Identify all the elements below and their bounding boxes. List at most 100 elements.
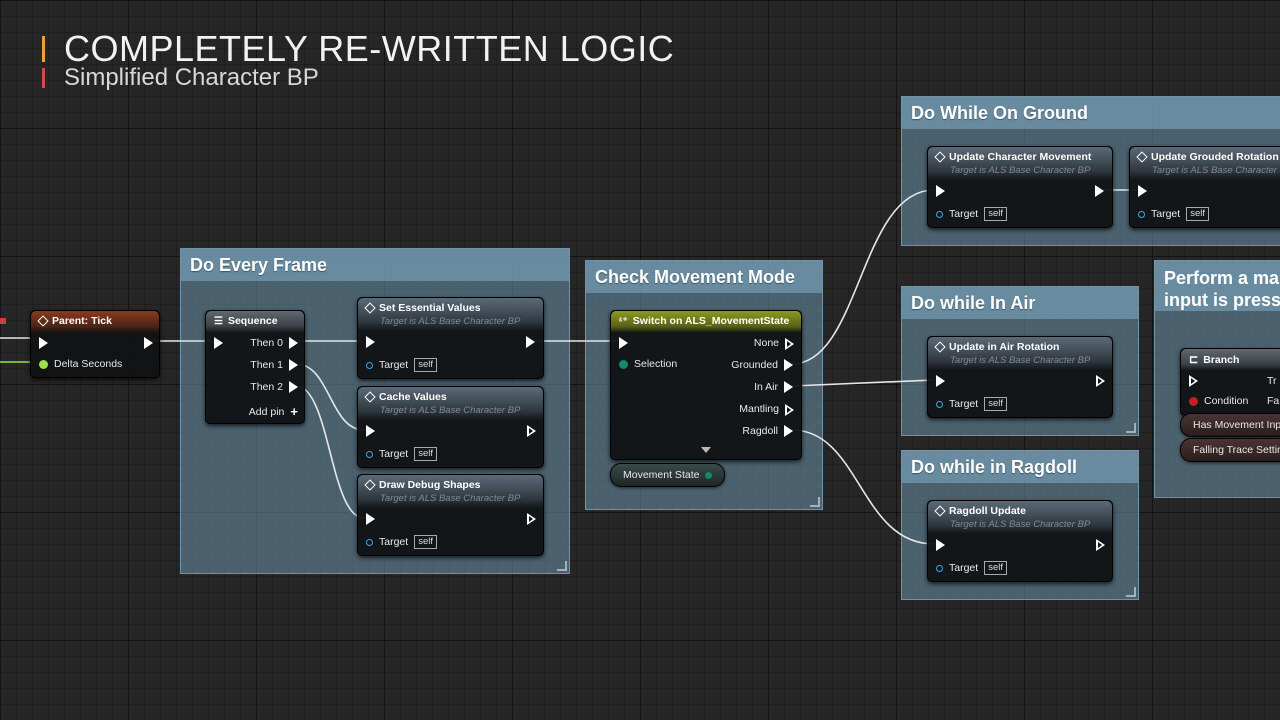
float-pin-icon[interactable] xyxy=(39,359,48,369)
exec-out-pin[interactable] xyxy=(144,337,153,349)
exec-out-pin-none[interactable] xyxy=(785,338,794,350)
exec-in-pin[interactable] xyxy=(1189,375,1198,387)
node-parent-tick[interactable]: Parent: Tick Delta Seconds xyxy=(30,310,160,378)
pin-label: Mantling xyxy=(739,403,779,415)
object-pin-icon[interactable] xyxy=(936,400,943,408)
function-icon xyxy=(364,479,376,491)
exec-out-pin[interactable] xyxy=(526,336,535,348)
exec-in-pin[interactable] xyxy=(366,336,375,348)
function-icon xyxy=(934,151,946,163)
exec-in-pin[interactable] xyxy=(936,185,945,197)
exec-in-pin[interactable] xyxy=(366,513,375,525)
node-title: Branch xyxy=(1203,353,1240,366)
node-switch-movement-state[interactable]: ᵋ⁺Switch on ALS_MovementState Selection … xyxy=(610,310,802,460)
var-has-movement-input[interactable]: Has Movement Input xyxy=(1180,413,1280,437)
comment-title: Do while In Air xyxy=(902,287,1138,319)
exec-out-pin-mantling[interactable] xyxy=(785,404,794,416)
exec-out-pin-then1[interactable] xyxy=(289,359,298,371)
pin-label: Delta Seconds xyxy=(54,358,123,370)
bool-pin-icon[interactable] xyxy=(1189,396,1198,406)
self-value[interactable]: self xyxy=(984,207,1007,221)
self-value[interactable]: self xyxy=(984,561,1007,575)
pin-label: None xyxy=(753,337,779,349)
pin-label: Target xyxy=(1151,208,1181,220)
exec-in-pin[interactable] xyxy=(936,539,945,551)
function-icon xyxy=(934,505,946,517)
self-value[interactable]: self xyxy=(1186,207,1209,221)
resize-handle[interactable] xyxy=(1126,423,1136,433)
exec-out-pin-grounded[interactable] xyxy=(784,359,793,371)
exec-out-pin-ragdoll[interactable] xyxy=(784,425,793,437)
node-title: Sequence xyxy=(227,315,278,327)
exec-out-pin-unconnected[interactable] xyxy=(527,425,536,437)
object-pin-icon[interactable] xyxy=(1138,210,1145,218)
var-falling-trace-settings[interactable]: Falling Trace Setting xyxy=(1180,438,1280,462)
comment-title: Check Movement Mode xyxy=(586,261,822,293)
node-branch[interactable]: ⊏Branch Tr Condition Fa xyxy=(1180,348,1280,416)
exec-out-pin-in-air[interactable] xyxy=(784,381,793,393)
exec-out-pin-unconnected[interactable] xyxy=(1096,539,1105,551)
self-value[interactable]: self xyxy=(414,447,437,461)
node-subtitle: Target is ALS Base Character BP xyxy=(950,165,1091,176)
enum-pin-icon[interactable] xyxy=(619,359,628,369)
exec-in-pin[interactable] xyxy=(936,375,945,387)
branch-icon: ⊏ xyxy=(1189,354,1199,366)
node-title: Ragdoll Update xyxy=(949,505,1027,517)
self-value[interactable]: self xyxy=(984,397,1007,411)
exec-out-pin[interactable] xyxy=(1095,185,1104,197)
function-icon xyxy=(364,391,376,403)
pin-label: Grounded xyxy=(731,359,778,371)
main-title: COMPLETELY RE-WRITTEN LOGIC xyxy=(64,28,675,69)
resize-handle[interactable] xyxy=(557,561,567,571)
function-icon xyxy=(1136,151,1148,163)
object-pin-icon[interactable] xyxy=(936,210,943,218)
exec-in-pin[interactable] xyxy=(214,337,223,349)
plus-icon: + xyxy=(290,404,298,419)
exec-in-pin[interactable] xyxy=(1138,185,1147,197)
pin-label: Target xyxy=(949,562,979,574)
node-subtitle: Target is ALS Base Character BP xyxy=(950,355,1091,366)
exec-in-pin[interactable] xyxy=(366,425,375,437)
comment-title-line-2: input is presse xyxy=(1164,290,1280,310)
exec-out-pin-unconnected[interactable] xyxy=(1096,375,1105,387)
title-accent-bar-yellow xyxy=(42,36,45,62)
pin-label: Target xyxy=(379,536,409,548)
var-label: Movement State xyxy=(623,469,700,481)
var-label: Has Movement Input xyxy=(1193,419,1280,431)
exec-in-pin[interactable] xyxy=(619,337,628,349)
node-subtitle: Target is ALS Base Character BP xyxy=(380,493,521,504)
self-value[interactable]: self xyxy=(414,358,437,372)
enum-pin-icon[interactable] xyxy=(705,471,713,479)
node-title: Update Character Movement xyxy=(949,151,1092,163)
expand-chevron-icon[interactable] xyxy=(701,447,711,453)
exec-out-pin-then2[interactable] xyxy=(289,381,298,393)
comment-title: Perform a ma input is presse xyxy=(1155,261,1280,311)
object-pin-icon[interactable] xyxy=(936,564,943,572)
object-pin-icon[interactable] xyxy=(366,450,373,458)
node-subtitle: Target is ALS Base Character BP xyxy=(380,405,521,416)
pin-label: Target xyxy=(379,448,409,460)
pin-label: Target xyxy=(949,208,979,220)
exec-out-pin-unconnected[interactable] xyxy=(527,513,536,525)
self-value[interactable]: self xyxy=(414,535,437,549)
node-sequence[interactable]: ☰Sequence Then 0 Then 1 Then 2 Add pin+ xyxy=(205,310,305,424)
object-pin-icon[interactable] xyxy=(366,538,373,546)
node-subtitle: Target is ALS Base Character BP xyxy=(950,519,1091,530)
exec-in-pin[interactable] xyxy=(39,337,48,349)
resize-handle[interactable] xyxy=(1126,587,1136,597)
add-pin-button[interactable]: Add pin+ xyxy=(249,404,298,419)
pin-label: Ragdoll xyxy=(742,425,778,437)
function-icon xyxy=(37,315,49,327)
var-movement-state[interactable]: Movement State xyxy=(610,463,726,487)
object-pin-icon[interactable] xyxy=(366,361,373,369)
resize-handle[interactable] xyxy=(810,497,820,507)
exec-out-pin-then0[interactable] xyxy=(289,337,298,349)
function-icon xyxy=(934,341,946,353)
